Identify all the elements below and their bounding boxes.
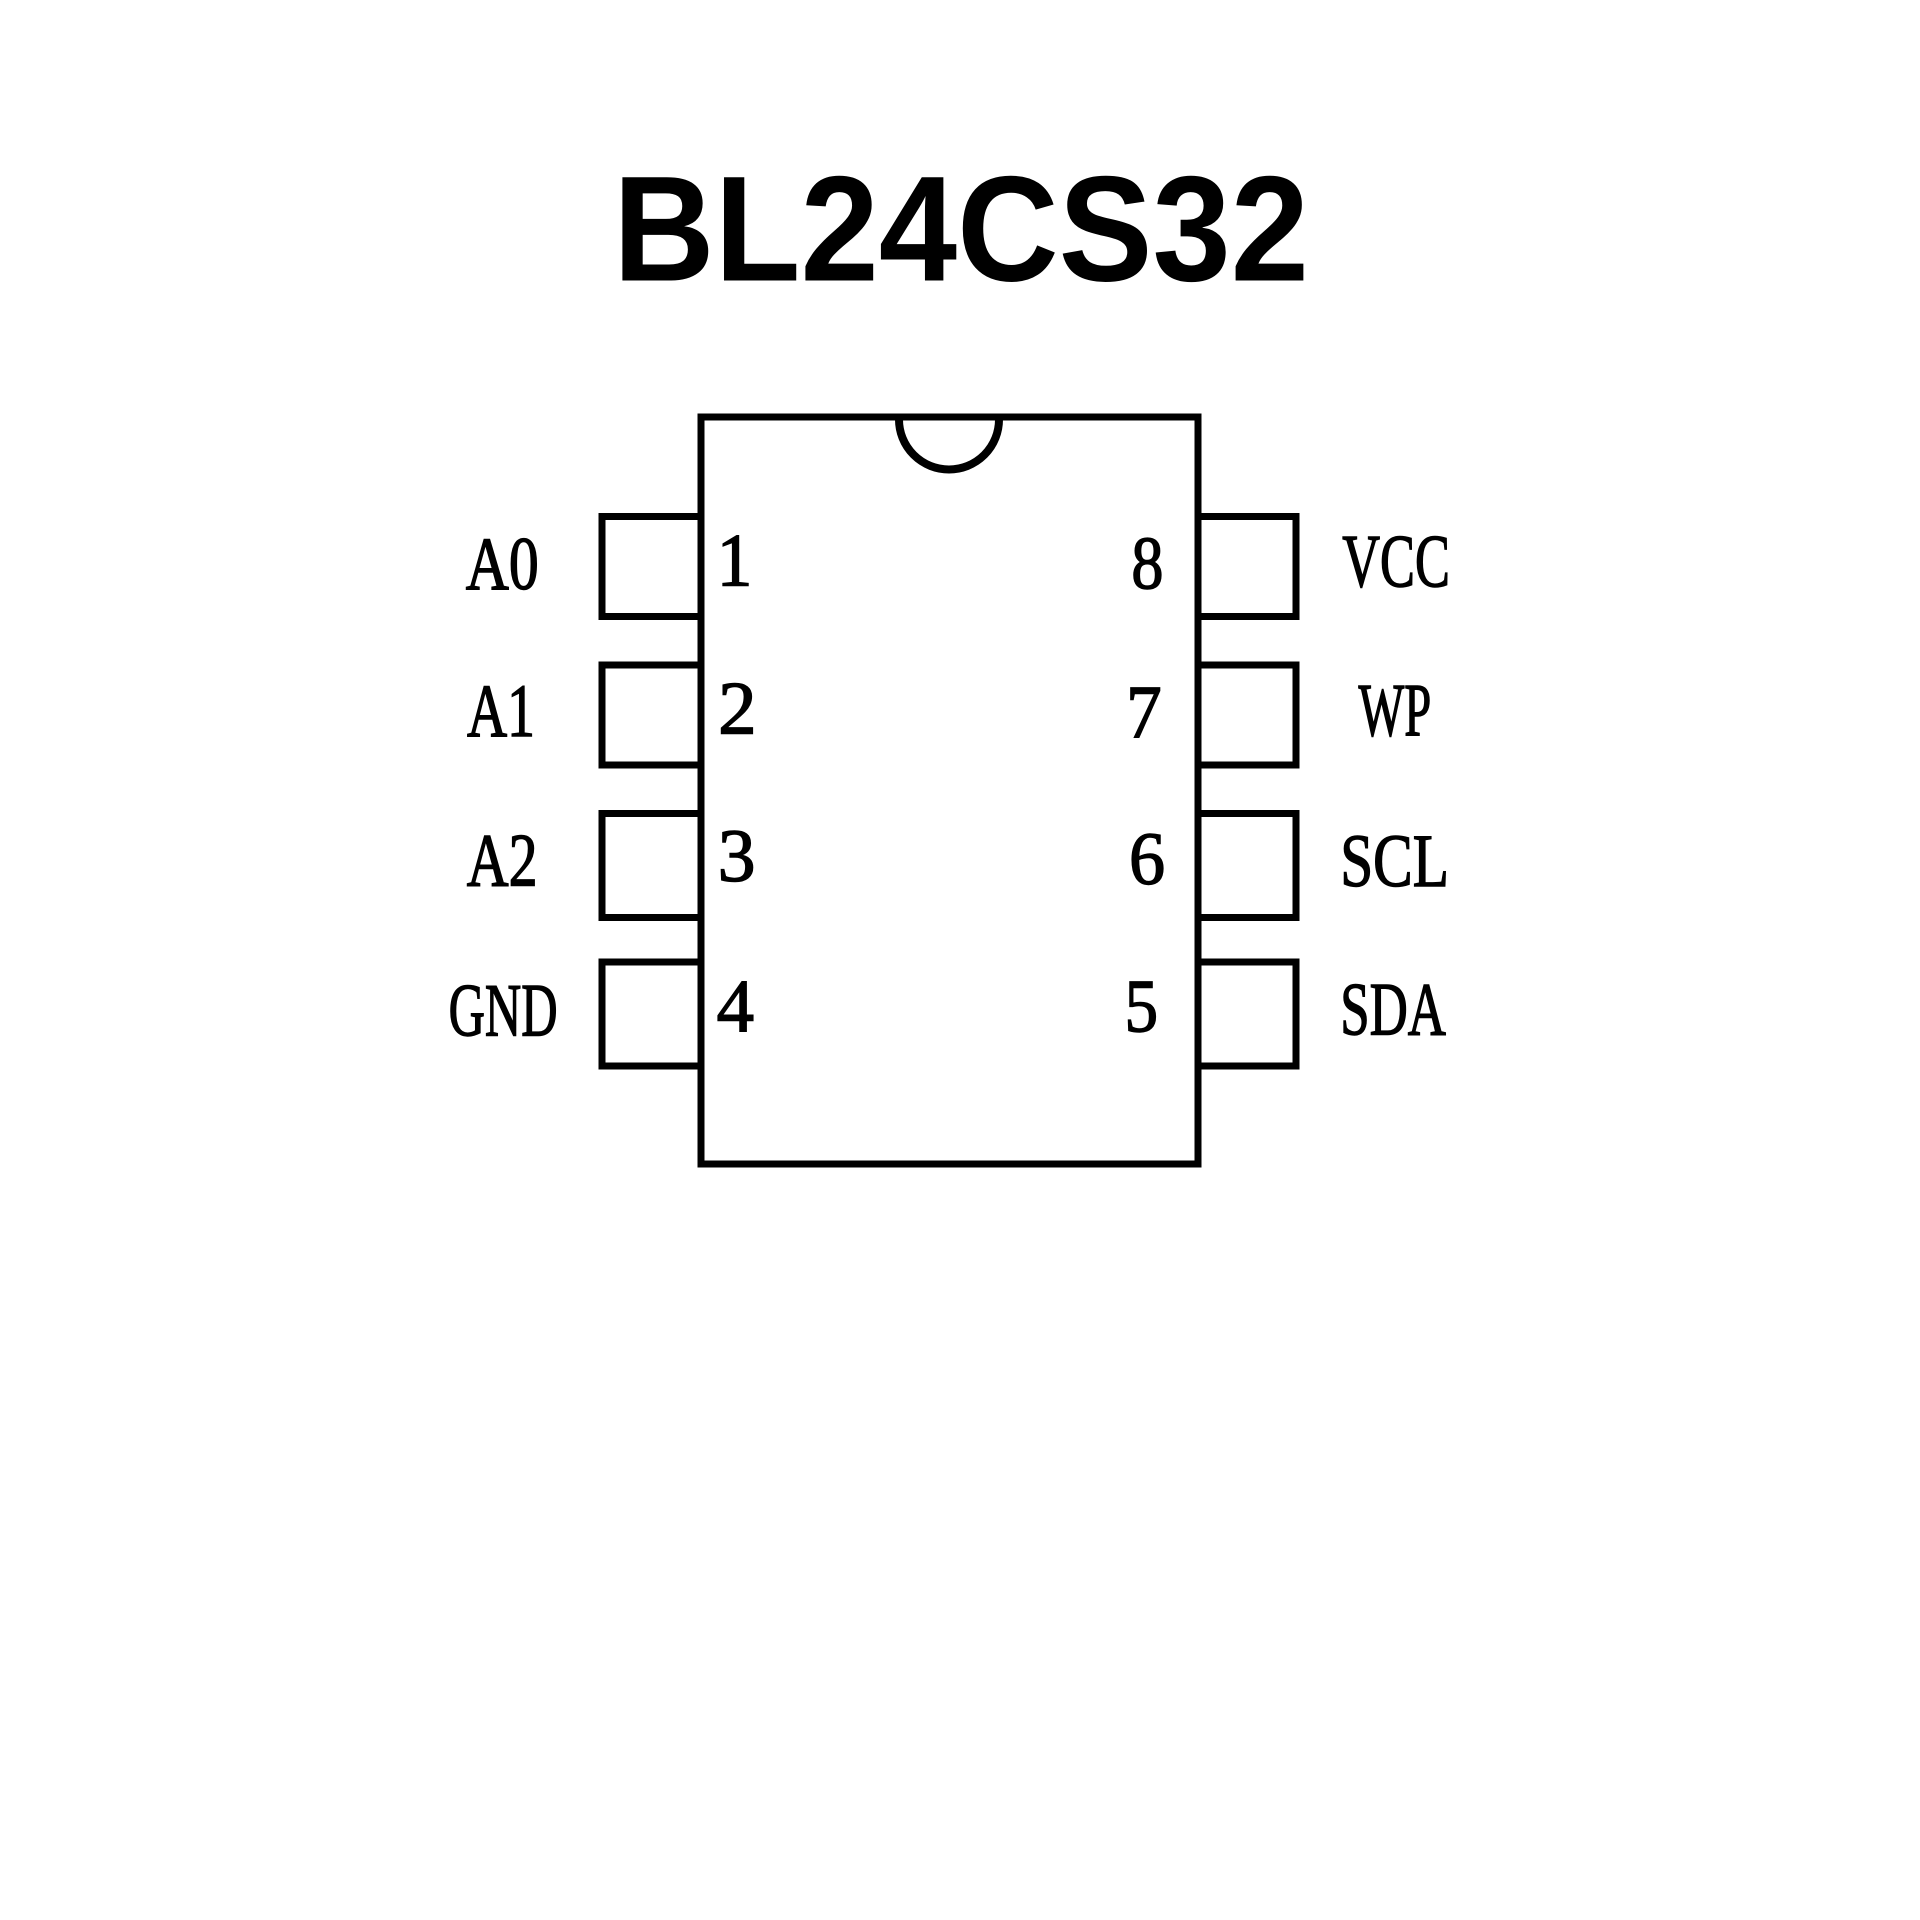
svg-text:WP: WP (1359, 670, 1432, 753)
svg-text:8: 8 (1131, 522, 1163, 605)
svg-text:6: 6 (1129, 818, 1165, 901)
svg-text:SDA: SDA (1340, 968, 1446, 1051)
svg-text:3: 3 (718, 815, 756, 898)
svg-text:5: 5 (1125, 966, 1159, 1049)
svg-text:7: 7 (1126, 671, 1162, 754)
svg-text:1: 1 (717, 519, 753, 602)
svg-text:GND: GND (449, 970, 558, 1053)
svg-text:VCC: VCC (1342, 521, 1450, 604)
svg-text:A0: A0 (466, 523, 539, 606)
svg-text:SCL: SCL (1340, 820, 1449, 903)
svg-text:BL24CS32: BL24CS32 (613, 145, 1309, 313)
svg-text:2: 2 (718, 668, 757, 751)
svg-text:A1: A1 (467, 670, 535, 753)
svg-text:A2: A2 (467, 819, 538, 902)
svg-text:4: 4 (717, 966, 754, 1049)
